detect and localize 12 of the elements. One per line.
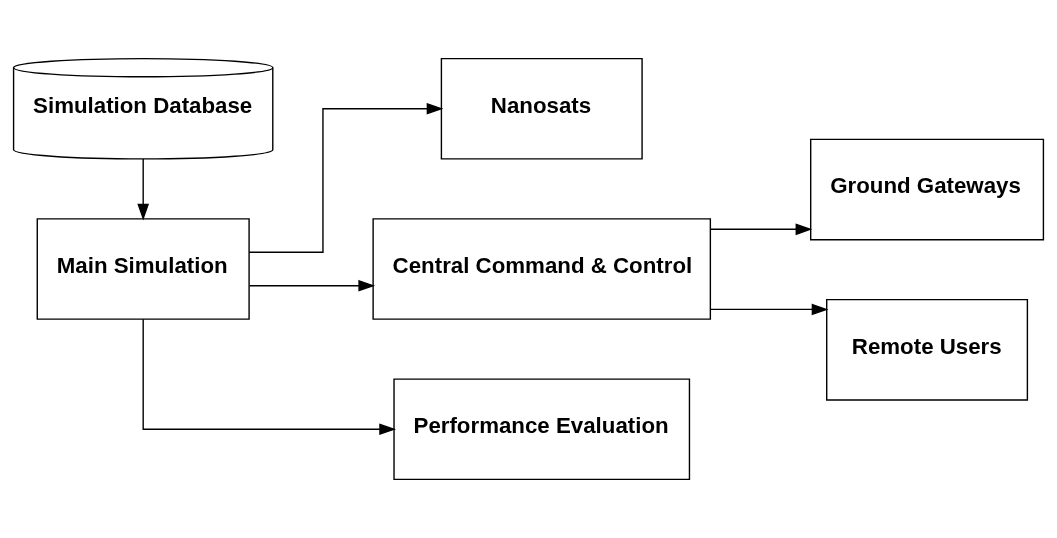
arrow [710, 223, 813, 236]
arrow [248, 279, 376, 292]
arrow [137, 158, 150, 221]
node-box: Remote Users [826, 298, 1029, 401]
node-box: Ground Gateways [810, 138, 1045, 241]
arrow [142, 318, 396, 436]
node-box: Main Simulation [36, 218, 250, 320]
node-box: Central Command & Control [372, 218, 712, 320]
arrow [248, 102, 444, 253]
node-box: Nanosats [440, 57, 643, 160]
node-box: Performance Evaluation [393, 378, 691, 481]
arrow [710, 303, 829, 316]
